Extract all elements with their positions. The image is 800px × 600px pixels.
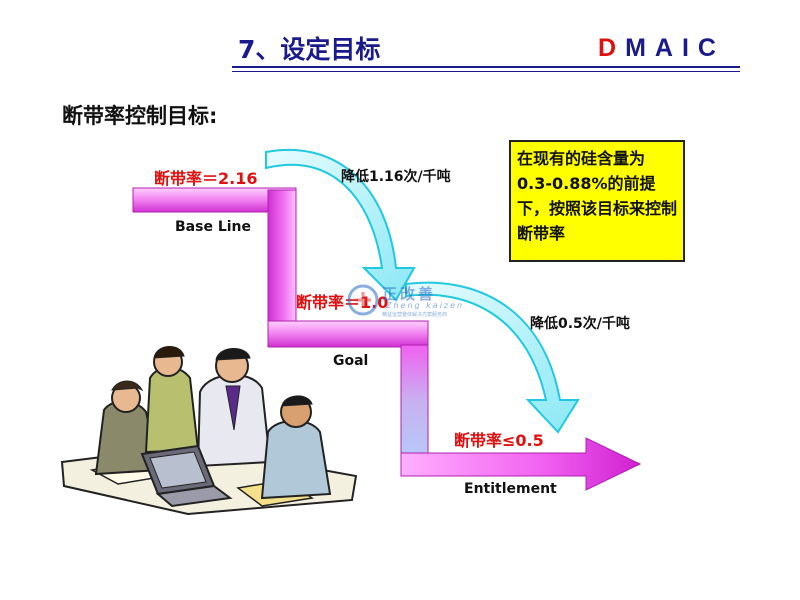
dmaic-logo-d: D [598,34,626,62]
dmaic-logo-rest: MAIC [625,34,725,62]
watermark-latin: Zheng kaizen [386,301,465,310]
step-goal-bar [267,320,429,348]
entitlement-label: Entitlement [464,481,557,497]
reduction-1-text: 降低1.16次/千吨 [341,169,451,185]
dmaic-logo: DMAIC [598,34,725,63]
header-rule-thick [232,66,740,68]
goal-rate: 断带率＝1.0 [296,293,389,312]
team-illustration [60,346,358,516]
goal-label: Goal [333,353,369,369]
baseline-rate: 断带率＝2.16 [154,169,258,188]
watermark-name: 正改善 [382,285,437,303]
header-rule-thin [232,71,740,72]
baseline-label: Base Line [175,219,252,235]
step-1-riser [267,189,297,323]
entitlement-rate: 断带率≤0.5 [454,431,544,450]
slide-title: 7、设定目标 [238,35,381,64]
step-2-riser [400,344,429,456]
section-heading: 断带率控制目标: [62,104,218,128]
watermark-tagline: 精益运营整体解决方案服务商 [382,312,448,318]
watermark-logo: 正改善 Zheng kaizen 精益运营整体解决方案服务商 [346,283,462,321]
watermark-icon [347,284,379,316]
callout-note: 在现有的硅含量为0.3-0.88%的前提下，按照该目标来控制断带率 [509,140,685,262]
reduction-2-text: 降低0.5次/千吨 [530,316,630,332]
reduction-curve-2 [405,281,580,434]
entitlement-arrow [400,437,642,491]
